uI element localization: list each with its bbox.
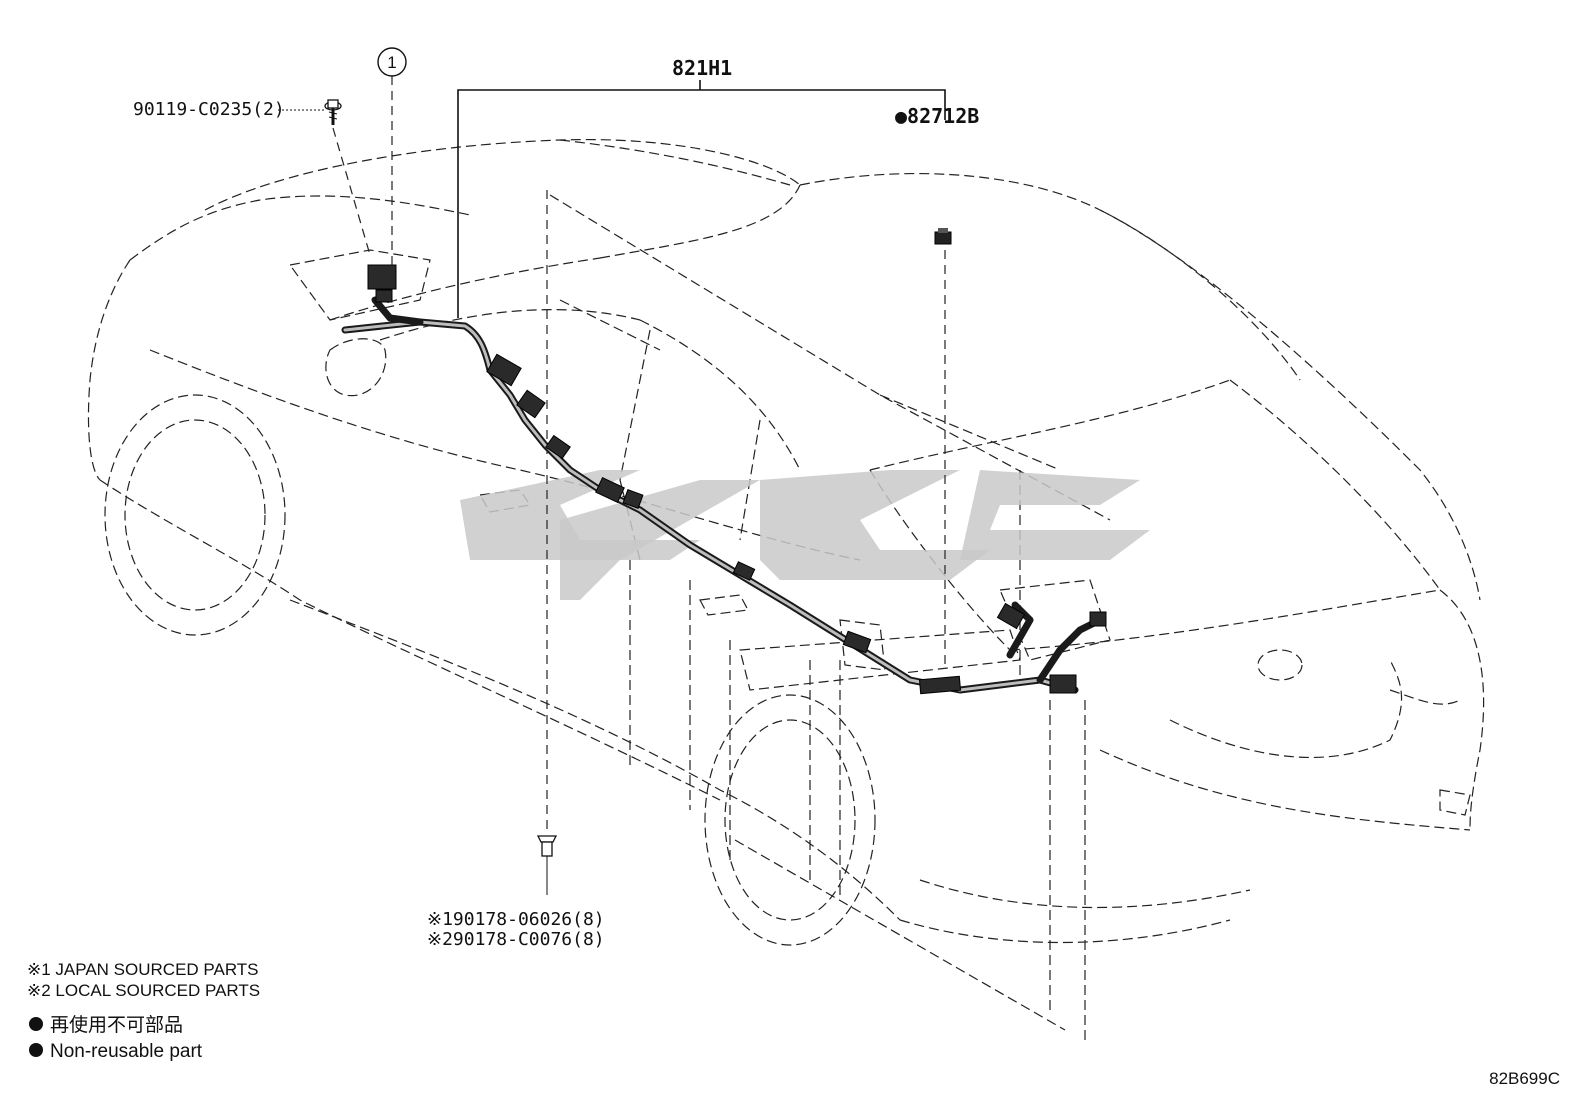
bolt-icon — [324, 99, 342, 125]
legend-non-reusable-jp: 再使用不可部品 — [50, 1014, 183, 1036]
clip-icon — [536, 835, 558, 895]
clip-part-number-1: ※190178-06026(8) — [427, 909, 605, 930]
clamp-icon — [934, 228, 952, 245]
bolt-part-number: 90119-C0235(2) — [133, 99, 285, 120]
ccc-logo-watermark — [460, 470, 1150, 600]
legend-bullet-2 — [29, 1043, 43, 1057]
legend-note-japan: ※1 JAPAN SOURCED PARTS — [27, 960, 259, 979]
bolt-leader — [332, 127, 371, 256]
car-outline — [87, 138, 1485, 1040]
wiring-harness — [341, 264, 1107, 695]
callout-marker-1: 1 — [377, 47, 407, 77]
figure-id: 82B699C — [1489, 1069, 1560, 1088]
harness-bracket — [457, 80, 946, 318]
clip-part-number-2: ※290178-C0076(8) — [427, 929, 605, 950]
legend: ※1 JAPAN SOURCED PARTS ※2 LOCAL SOURCED … — [27, 960, 260, 1062]
svg-text:1: 1 — [387, 53, 396, 72]
legend-bullet-1 — [29, 1017, 43, 1031]
harness-part-number: 821H1 — [672, 56, 732, 80]
clamp-part-number: ●82712B — [895, 104, 979, 128]
legend-note-local: ※2 LOCAL SOURCED PARTS — [27, 981, 260, 1000]
legend-non-reusable-en: Non-reusable part — [50, 1041, 203, 1062]
